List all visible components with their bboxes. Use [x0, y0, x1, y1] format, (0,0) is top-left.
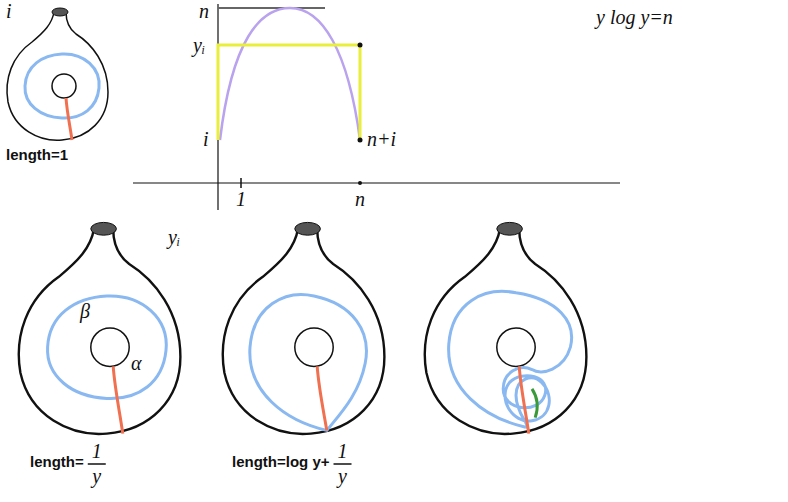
tick-label: 1	[236, 188, 246, 210]
curve-label: β	[80, 300, 90, 322]
axis-label: yᵢ	[193, 34, 205, 56]
surface	[223, 222, 385, 434]
fraction-numerator: 1	[92, 440, 102, 462]
curve-label: α	[131, 352, 142, 374]
fraction-denominator: y	[92, 465, 101, 487]
axis-label: n	[199, 0, 209, 22]
graph	[133, 4, 620, 210]
fraction-denominator: y	[338, 465, 347, 487]
surface	[425, 222, 587, 434]
tick-label: n	[355, 188, 365, 210]
fraction-numerator: 1	[338, 440, 348, 462]
caption: length=	[30, 454, 84, 471]
caption: length=log y+	[232, 454, 330, 471]
var: yᵢ	[168, 226, 180, 248]
surface	[7, 8, 108, 140]
equation: y log y=n	[596, 6, 673, 28]
point-label: n+i	[367, 128, 396, 150]
axis-label: i	[203, 128, 209, 150]
var: i	[6, 0, 12, 22]
surface	[19, 222, 181, 434]
caption: length=1	[6, 147, 68, 164]
fraction-bar	[88, 463, 106, 465]
fraction-bar	[334, 463, 352, 465]
